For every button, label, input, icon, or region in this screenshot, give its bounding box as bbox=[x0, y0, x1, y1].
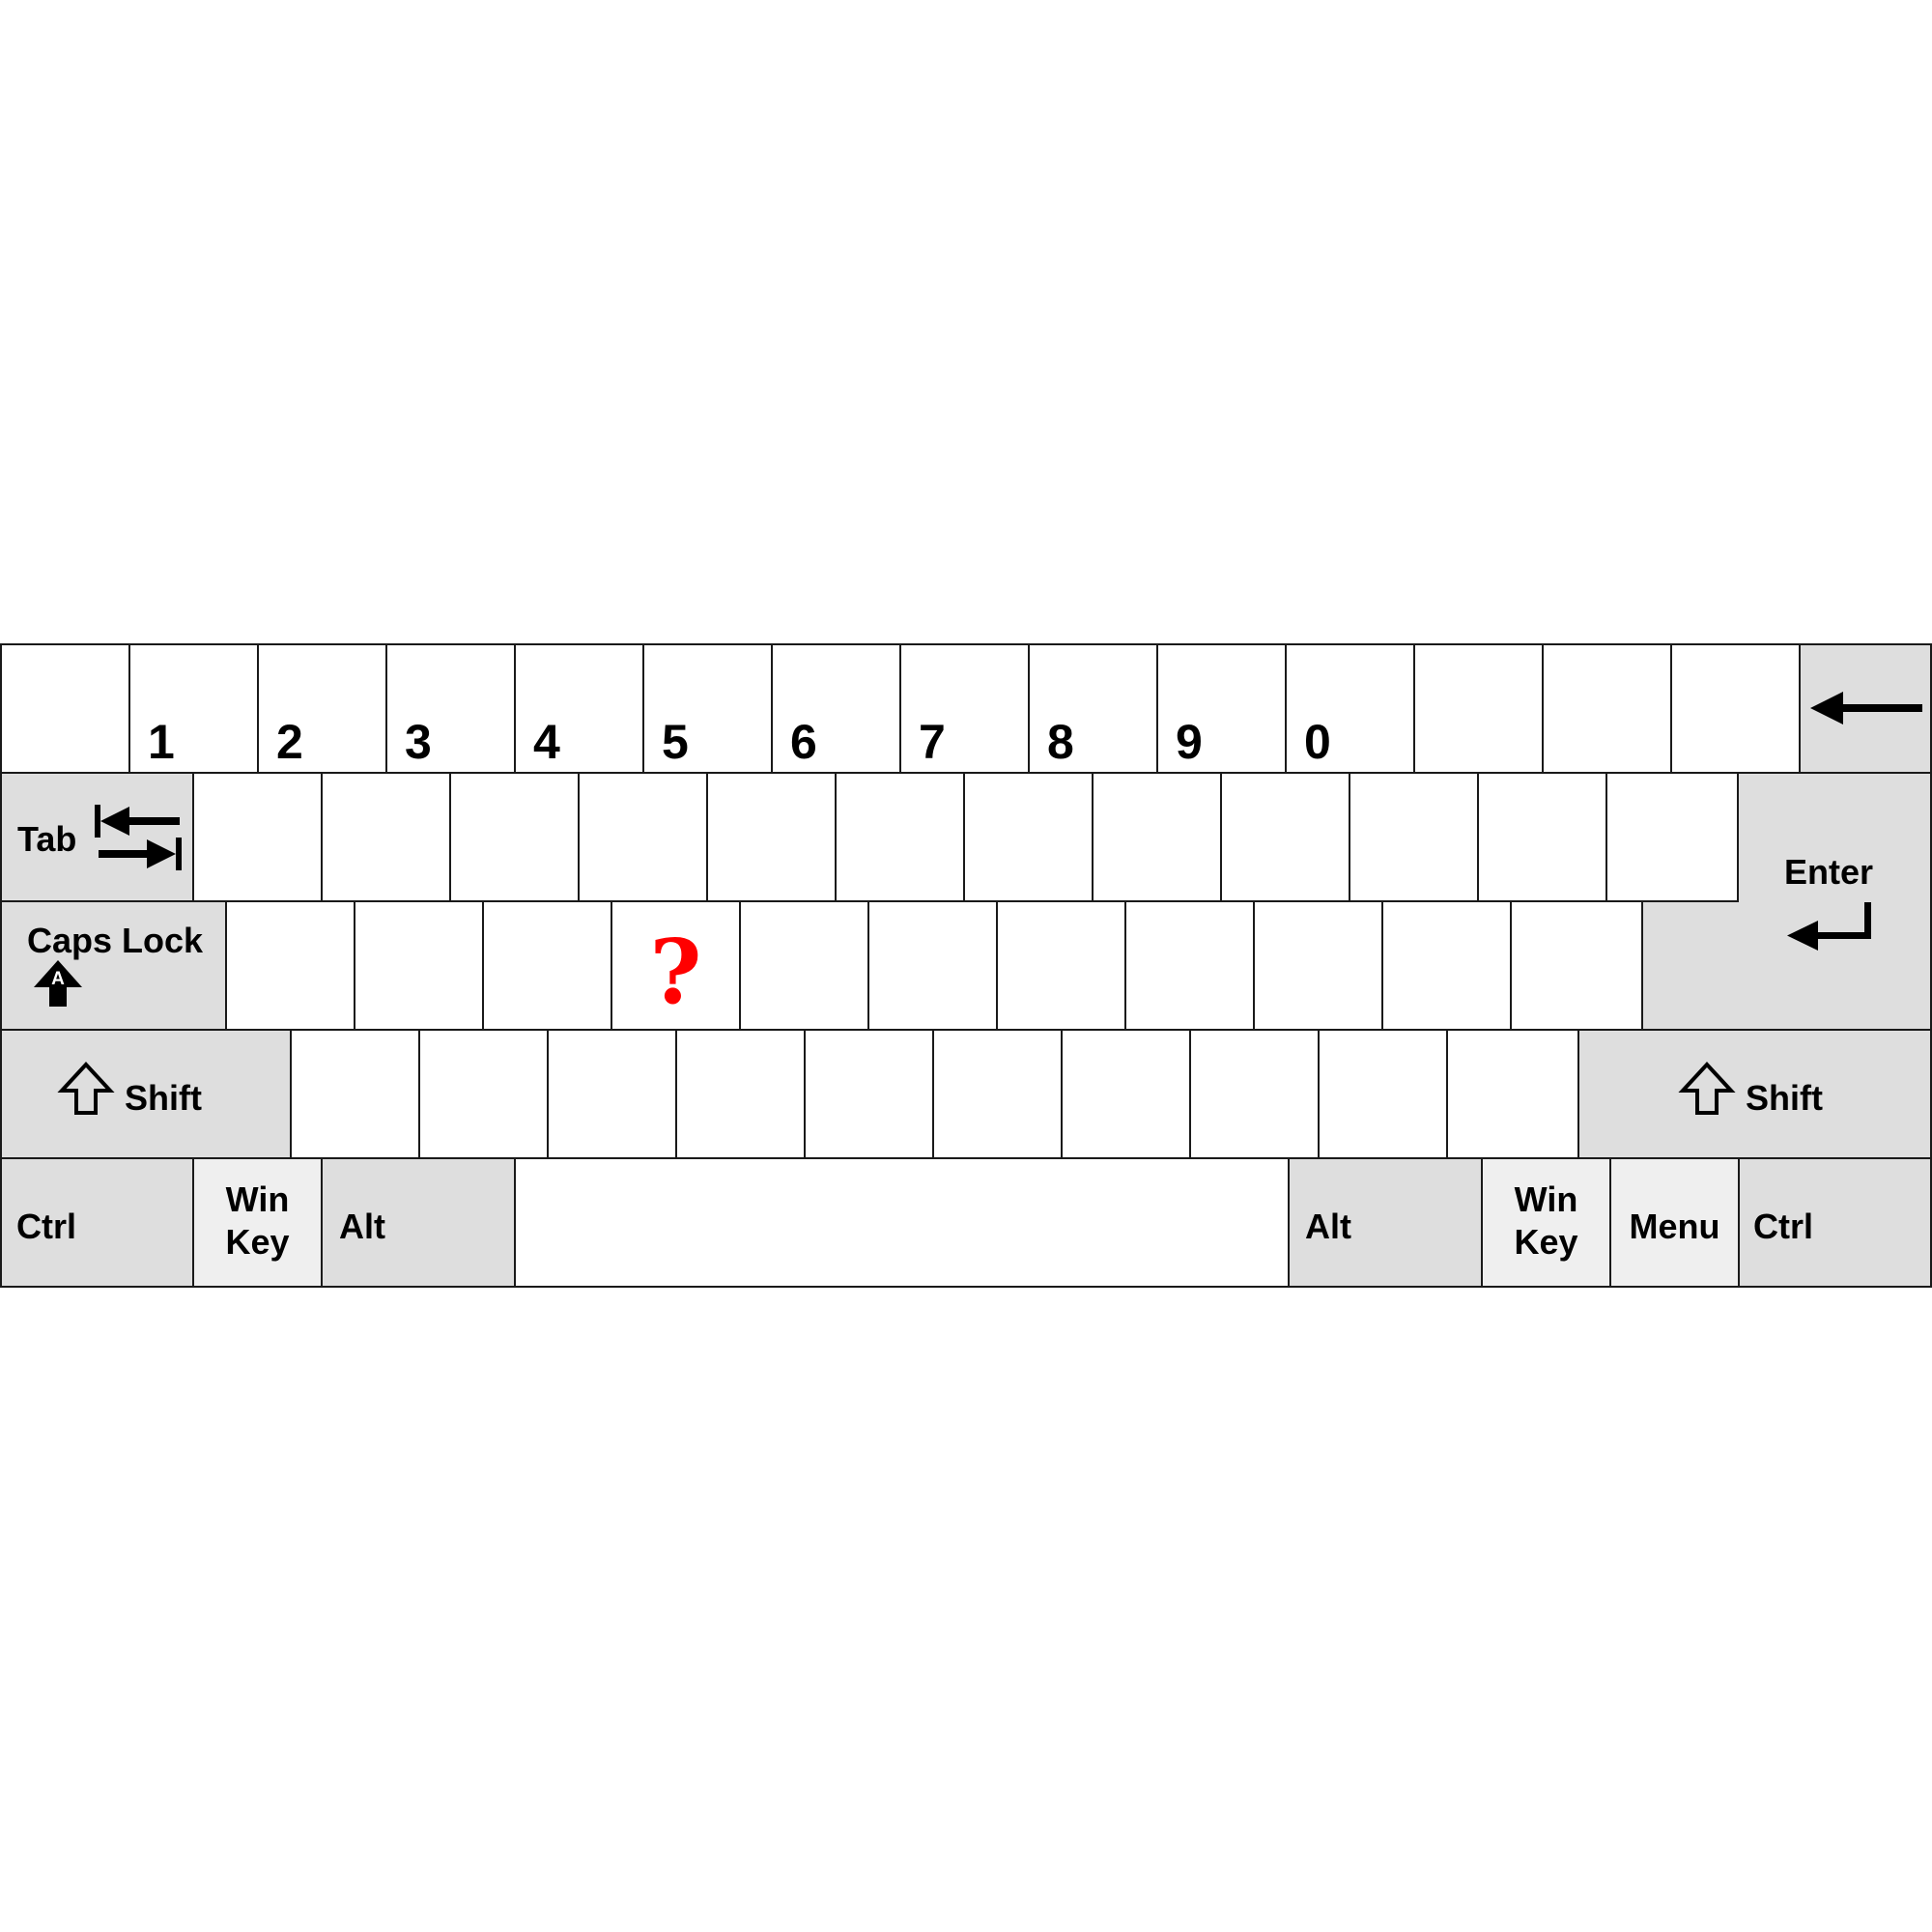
key-blank-r1-12 bbox=[1542, 643, 1672, 774]
key-shift-right: Shift bbox=[1577, 1029, 1932, 1159]
return-arrow-icon bbox=[1787, 902, 1871, 951]
key-blank-r3-8 bbox=[1124, 900, 1255, 1031]
key-spacebar bbox=[514, 1157, 1290, 1288]
shift-up-arrow-icon bbox=[57, 1062, 115, 1115]
key-5: 5 bbox=[642, 643, 773, 774]
key-blank-r4-7 bbox=[1061, 1029, 1191, 1159]
key-blank-r3-2 bbox=[354, 900, 484, 1031]
key-blank-r4-1 bbox=[290, 1029, 420, 1159]
key-2-label: 2 bbox=[276, 715, 303, 769]
key-blank-r1-11 bbox=[1413, 643, 1544, 774]
tab-arrows-icon bbox=[95, 805, 182, 870]
key-blank-r3-9 bbox=[1253, 900, 1383, 1031]
key-blank-r4-6 bbox=[932, 1029, 1063, 1159]
svg-text:A: A bbox=[51, 969, 65, 989]
caps-lock-arrow-icon: A bbox=[34, 960, 82, 1007]
key-blank-r4-9 bbox=[1318, 1029, 1448, 1159]
key-blank-r4-5 bbox=[804, 1029, 934, 1159]
key-8-label: 8 bbox=[1047, 715, 1074, 769]
key-1-label: 1 bbox=[148, 715, 175, 769]
shift-left-label: Shift bbox=[125, 1078, 202, 1118]
alt-right-label: Alt bbox=[1305, 1207, 1351, 1246]
ctrl-left-label: Ctrl bbox=[16, 1207, 76, 1246]
key-blank-r2-11 bbox=[1477, 772, 1607, 902]
key-blank-r3-6 bbox=[867, 900, 998, 1031]
key-alt-right: Alt bbox=[1288, 1157, 1483, 1288]
win-right-label: Win Key bbox=[1514, 1179, 1578, 1262]
key-win-right: Win Key bbox=[1481, 1157, 1611, 1288]
key-blank-r3-3 bbox=[482, 900, 612, 1031]
menu-label: Menu bbox=[1629, 1207, 1720, 1246]
key-shift-left: Shift bbox=[0, 1029, 292, 1159]
key-3-label: 3 bbox=[405, 715, 432, 769]
key-0: 0 bbox=[1285, 643, 1415, 774]
key-7-label: 7 bbox=[919, 715, 946, 769]
key-9: 9 bbox=[1156, 643, 1287, 774]
key-1: 1 bbox=[128, 643, 259, 774]
shift-right-label: Shift bbox=[1746, 1078, 1823, 1118]
key-blank-r3-1 bbox=[225, 900, 355, 1031]
key-blank-r2-9 bbox=[1220, 772, 1350, 902]
key-blank-r4-4 bbox=[675, 1029, 806, 1159]
key-alt-left: Alt bbox=[321, 1157, 516, 1288]
ctrl-right-label: Ctrl bbox=[1753, 1207, 1813, 1246]
key-ctrl-right: Ctrl bbox=[1738, 1157, 1932, 1288]
key-2: 2 bbox=[257, 643, 387, 774]
key-8: 8 bbox=[1028, 643, 1158, 774]
key-backspace bbox=[1799, 643, 1932, 774]
key-blank-r4-2 bbox=[418, 1029, 549, 1159]
key-blank-r2-7 bbox=[963, 772, 1094, 902]
key-blank-r3-10 bbox=[1381, 900, 1512, 1031]
key-blank-r3-11 bbox=[1510, 900, 1643, 1031]
key-6-label: 6 bbox=[790, 715, 817, 769]
key-5-label: 5 bbox=[662, 715, 689, 769]
tab-label: Tab bbox=[17, 819, 77, 859]
key-menu: Menu bbox=[1609, 1157, 1740, 1288]
alt-left-label: Alt bbox=[339, 1207, 385, 1246]
win-left-label: Win Key bbox=[225, 1179, 290, 1262]
key-blank-r4-3 bbox=[547, 1029, 677, 1159]
enter-label: Enter bbox=[1784, 852, 1874, 892]
key-blank-r3-7 bbox=[996, 900, 1126, 1031]
key-tab: Tab bbox=[0, 772, 194, 902]
shift-up-arrow-icon bbox=[1678, 1062, 1736, 1115]
key-highlight-question: ? bbox=[611, 900, 741, 1031]
key-blank-r2-5 bbox=[706, 772, 837, 902]
key-blank-r1-0 bbox=[0, 643, 130, 774]
key-caps-lock: Caps Lock A bbox=[0, 900, 227, 1031]
key-0-label: 0 bbox=[1304, 715, 1331, 769]
left-arrow-icon bbox=[1810, 692, 1922, 724]
key-blank-r3-5 bbox=[739, 900, 869, 1031]
key-blank-r4-10 bbox=[1446, 1029, 1579, 1159]
caps-lock-label: Caps Lock bbox=[27, 921, 204, 960]
key-4-label: 4 bbox=[533, 715, 560, 769]
key-9-label: 9 bbox=[1176, 715, 1203, 769]
key-blank-r2-2 bbox=[321, 772, 451, 902]
question-mark: ? bbox=[649, 920, 702, 1024]
key-win-left: Win Key bbox=[192, 1157, 323, 1288]
key-ctrl-left: Ctrl bbox=[0, 1157, 194, 1288]
key-blank-r4-8 bbox=[1189, 1029, 1320, 1159]
